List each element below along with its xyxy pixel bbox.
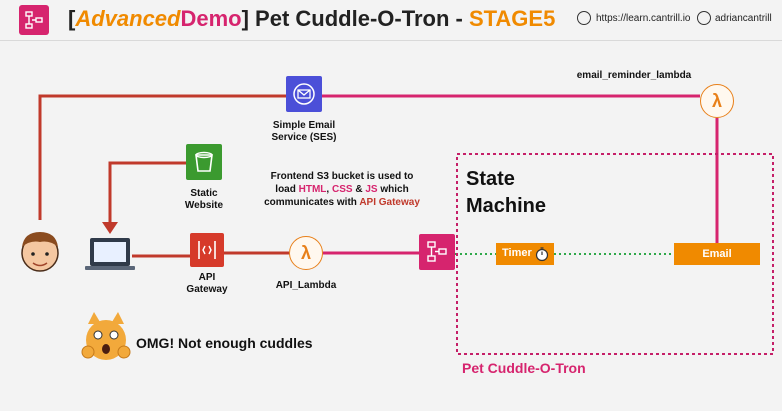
email-state: Email — [674, 243, 760, 265]
title-stage: STAGE5 — [468, 6, 556, 31]
email-reminder-lambda-label: email_reminder_lambda — [576, 70, 692, 81]
stopwatch-icon — [535, 247, 549, 262]
state-machine-title: State Machine — [466, 168, 547, 217]
email-reminder-lambda-icon: λ — [700, 84, 734, 118]
title-main: Pet Cuddle-O-Tron - — [248, 6, 469, 31]
scream-cat-icon — [81, 312, 131, 360]
api-lambda-label: API_Lambda — [275, 280, 337, 291]
header-bar — [0, 0, 782, 41]
boundary-label: Pet Cuddle-O-Tron — [462, 360, 586, 376]
user-avatar — [21, 232, 59, 272]
website-link[interactable]: https://learn.cantrill.io — [596, 13, 691, 24]
s3-laptop-line — [108, 161, 186, 228]
ses-label: Simple Email Service (SES) — [271, 120, 337, 143]
ses-service-icon — [286, 76, 322, 112]
omg-caption: OMG! Not enough cuddles — [136, 335, 313, 351]
user-ses-line — [38, 94, 286, 220]
state-machine-boundary — [456, 153, 774, 355]
twitter-handle[interactable]: adriancantrill — [715, 13, 772, 24]
timer-label: Timer — [502, 247, 532, 259]
frontend-description: Frontend S3 bucket is used to load HTML,… — [264, 171, 420, 208]
s3-bucket-icon — [186, 144, 222, 180]
globe-icon — [577, 11, 591, 25]
api-lambda-icon: λ — [289, 236, 323, 270]
api-gateway-icon — [190, 233, 224, 267]
step-functions-logo-icon — [19, 5, 49, 35]
title-advanced: Advanced — [75, 6, 181, 31]
laptop-icon — [85, 238, 135, 270]
step-functions-icon — [419, 234, 455, 270]
title-demo: Demo — [180, 6, 242, 31]
s3-label: Static Website — [184, 188, 224, 211]
arrow-head — [102, 222, 118, 234]
twitter-icon — [697, 11, 711, 25]
page-title: [AdvancedDemo] Pet Cuddle-O-Tron - STAGE… — [68, 6, 556, 31]
api-gateway-label: API Gateway — [186, 272, 228, 295]
timer-state: Timer — [496, 243, 554, 265]
